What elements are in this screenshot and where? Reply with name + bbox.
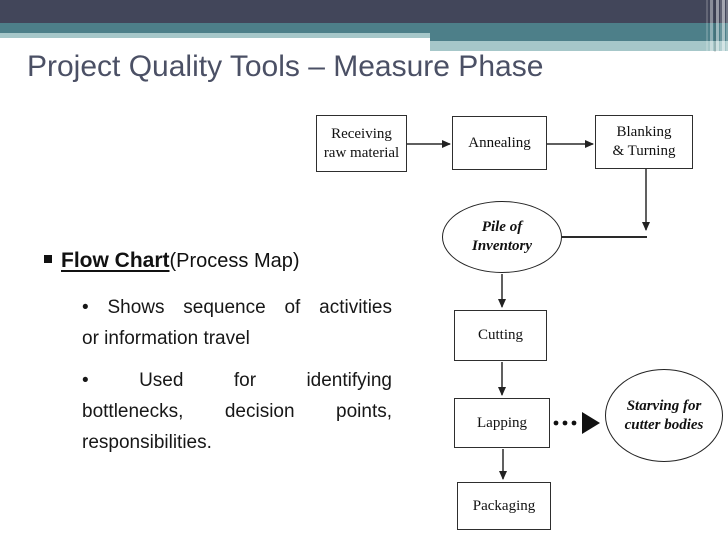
heading-text: Flow Chart: [61, 249, 170, 272]
bullet-line: bottlenecks, decision points,: [82, 401, 392, 422]
flow-chart-heading: Flow Chart (Process Map): [44, 249, 300, 273]
header-band-light-accent: [430, 41, 728, 51]
node-label: cutter bodies: [624, 416, 704, 433]
header-band-light-teal: [0, 33, 430, 38]
stripe-icon: [726, 0, 728, 52]
node-label: Annealing: [468, 134, 531, 151]
node-label: Cutting: [477, 327, 523, 343]
arrowhead-icon: [582, 412, 600, 434]
bullet-line: • Shows sequence of activities: [82, 297, 392, 318]
header-band-teal-accent: [430, 23, 728, 41]
node-label: Inventory: [472, 238, 532, 254]
node-label: Pile of: [481, 219, 523, 235]
stripe-icon: [706, 0, 708, 52]
stripe-icon: [722, 0, 725, 52]
node-label: Receiving: [331, 125, 392, 142]
bullet-paragraph: • Shows sequence of activities or inform…: [82, 292, 392, 354]
flow-node-blanking-turning: Blanking & Turning: [595, 115, 693, 169]
theme-stripes-decoration: [703, 0, 728, 52]
flow-node-receiving: Receiving raw material: [316, 115, 407, 172]
stripe-icon: [714, 0, 716, 52]
bullet-line: responsibilities.: [82, 432, 212, 453]
stripe-icon: [720, 0, 722, 52]
flow-node-packaging: Packaging: [457, 482, 551, 530]
bullet-line: or information travel: [82, 328, 250, 349]
slide-title: Project Quality Tools – Measure Phase: [27, 50, 544, 83]
node-label: raw material: [323, 144, 400, 161]
node-label: & Turning: [612, 143, 676, 159]
bullet-line: • Used for identifying: [82, 370, 392, 391]
header-band-dark: [0, 0, 728, 23]
flow-node-pile-of-inventory: Pile of Inventory: [442, 201, 562, 273]
dotted-connector-arrow: [553, 412, 600, 434]
flow-node-starving-for-cutter-bodies: Starving for cutter bodies: [605, 369, 723, 462]
bullet-paragraph: • Used for identifying bottlenecks, deci…: [82, 365, 392, 458]
stripe-icon: [710, 0, 713, 52]
flow-node-annealing: Annealing: [452, 116, 547, 170]
square-bullet-icon: [44, 255, 52, 263]
heading-suffix: (Process Map): [169, 250, 300, 272]
node-label: Blanking: [616, 124, 672, 140]
stripe-icon: [716, 0, 719, 52]
flow-node-lapping: Lapping: [454, 398, 550, 448]
node-label: Packaging: [472, 497, 536, 514]
flow-node-cutting: Cutting: [454, 310, 547, 361]
node-label: Starving for: [626, 397, 702, 414]
header-band-teal: [0, 23, 430, 33]
node-label: Lapping: [477, 414, 527, 431]
